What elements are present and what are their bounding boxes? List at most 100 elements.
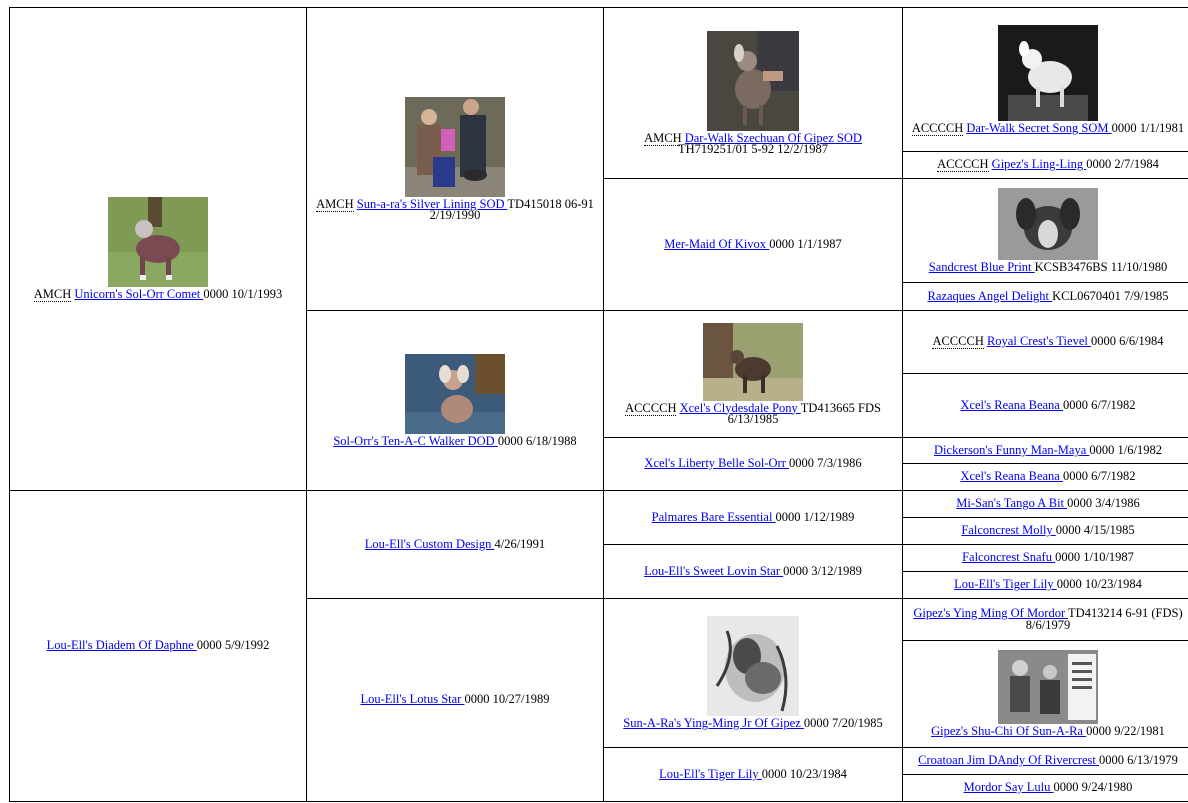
- registration-info: 0000 1/6/1982: [1089, 442, 1162, 457]
- dog-entry-text: Sandcrest Blue Print KCSB3476BS 11/10/19…: [928, 259, 1168, 274]
- registration-info: 0000 6/18/1988: [497, 433, 577, 448]
- pedigree-cell-gen2: Lou-Ell's Custom Design 4/26/1991: [306, 490, 604, 599]
- dog-name-link[interactable]: Lou-Ell's Sweet Lovin Star: [644, 563, 784, 578]
- pedigree-cell-gen4: ACCCCH Dar-Walk Secret Song SOM 0000 1/1…: [902, 7, 1188, 152]
- registration-info: 0000 1/10/1987: [1055, 550, 1134, 565]
- pedigree-cell-gen3: Palmares Bare Essential 0000 1/12/1989: [603, 490, 903, 545]
- registration-info: 0000 10/23/1984: [1056, 577, 1142, 592]
- dog-name-link[interactable]: Croatoan Jim DAndy Of Rivercrest: [918, 753, 1100, 768]
- registration-info: KCL0670401 7/9/1985: [1052, 288, 1169, 303]
- registration-info: 0000 3/12/1989: [783, 563, 862, 578]
- dog-name-link[interactable]: Lou-Ell's Custom Design: [364, 536, 495, 551]
- registration-info: 0000 1/1/1981: [1111, 120, 1185, 135]
- registration-info: 0000 3/4/1986: [1067, 496, 1140, 511]
- registration-info: 4/26/1991: [494, 536, 546, 551]
- pedigree-cell-sire: AMCH Unicorn's Sol-Orr Comet 0000 10/1/1…: [9, 7, 307, 491]
- dog-entry-text: ACCCCH Royal Crest's Tievel 0000 6/6/198…: [932, 334, 1164, 350]
- dog-photo: [703, 322, 803, 401]
- dog-photo: [108, 197, 208, 288]
- dog-name-link[interactable]: Palmares Bare Essential: [651, 509, 776, 524]
- registration-info: 0000 4/15/1985: [1055, 523, 1135, 538]
- pedigree-cell-gen2: Lou-Ell's Lotus Star 0000 10/27/1989: [306, 598, 604, 802]
- dog-name-link[interactable]: Gipez's Ling-Ling: [991, 157, 1087, 172]
- dog-name-link[interactable]: Unicorn's Sol-Orr Comet: [74, 287, 204, 302]
- dog-name-link[interactable]: Sun-A-Ra's Ying-Ming Jr Of Gipez: [623, 716, 804, 731]
- pedigree-cell-gen4: Mordor Say Lulu 0000 9/24/1980: [902, 774, 1188, 802]
- dog-name-link[interactable]: Mer-Maid Of Kivox: [664, 236, 770, 251]
- dog-entry-text: Lou-Ell's Sweet Lovin Star 0000 3/12/198…: [644, 563, 862, 578]
- title-abbr: ACCCCH: [937, 157, 989, 173]
- registration-info: 0000 1/1/1987: [769, 236, 842, 251]
- dog-entry-text: ACCCCH Dar-Walk Secret Song SOM 0000 1/1…: [911, 120, 1185, 136]
- dog-name-link[interactable]: Lou-Ell's Tiger Lily: [659, 766, 762, 781]
- registration-info: 0000 9/22/1981: [1086, 724, 1165, 739]
- dog-photo: [998, 650, 1098, 725]
- pedigree-cell-gen3: Xcel's Liberty Belle Sol-Orr 0000 7/3/19…: [603, 437, 903, 491]
- pedigree-cell-gen3: Mer-Maid Of Kivox 0000 1/1/1987: [603, 178, 903, 311]
- dog-name-link[interactable]: Mi-San's Tango A Bit: [956, 496, 1068, 511]
- dog-entry-text: Falconcrest Snafu 0000 1/10/1987: [962, 550, 1134, 565]
- dog-photo: [405, 96, 505, 197]
- dog-entry-text: Lou-Ell's Custom Design 4/26/1991: [364, 536, 546, 551]
- dog-name-link[interactable]: Gipez's Shu-Chi Of Sun-A-Ra: [931, 724, 1087, 739]
- pedigree-cell-gen4: Xcel's Reana Beana 0000 6/7/1982: [902, 373, 1188, 438]
- pedigree-cell-gen4: Croatoan Jim DAndy Of Rivercrest 0000 6/…: [902, 747, 1188, 775]
- dog-name-link[interactable]: Lou-Ell's Diadem Of Daphne: [46, 638, 197, 653]
- dog-name-link[interactable]: Falconcrest Snafu: [962, 550, 1056, 565]
- title-abbr: AMCH: [33, 287, 72, 303]
- title-abbr: AMCH: [644, 130, 682, 146]
- title-abbr: AMCH: [316, 196, 354, 212]
- pedigree-cell-gen4: Gipez's Ying Ming Of Mordor TD413214 6-9…: [902, 598, 1188, 641]
- dog-name-link[interactable]: Mordor Say Lulu: [963, 780, 1054, 795]
- dog-photo: [405, 353, 505, 434]
- pedigree-cell-gen3: Lou-Ell's Tiger Lily 0000 10/23/1984: [603, 747, 903, 802]
- dog-name-link[interactable]: Lou-Ell's Lotus Star: [360, 692, 465, 707]
- pedigree-cell-dam: Lou-Ell's Diadem Of Daphne 0000 5/9/1992: [9, 490, 307, 802]
- dog-name-link[interactable]: Razaques Angel Delight: [927, 288, 1053, 303]
- dog-name-link[interactable]: Dar-Walk Secret Song SOM: [966, 120, 1112, 135]
- dog-name-link[interactable]: Dickerson's Funny Man-Maya: [934, 442, 1090, 457]
- dog-entry-text: Falconcrest Molly 0000 4/15/1985: [961, 523, 1135, 538]
- registration-info: TD415018 06-91 2/19/1990: [429, 196, 594, 222]
- pedigree-cell-gen3: Lou-Ell's Sweet Lovin Star 0000 3/12/198…: [603, 544, 903, 599]
- registration-info: 0000 10/23/1984: [761, 766, 847, 781]
- pedigree-cell-gen4: Lou-Ell's Tiger Lily 0000 10/23/1984: [902, 571, 1188, 599]
- registration-info: 0000 5/9/1992: [196, 638, 270, 653]
- dog-name-link[interactable]: Sun-a-ra's Silver Lining SOD: [356, 196, 508, 211]
- dog-entry-text: Xcel's Liberty Belle Sol-Orr 0000 7/3/19…: [644, 456, 861, 471]
- dog-name-link[interactable]: Lou-Ell's Tiger Lily: [954, 577, 1057, 592]
- dog-name-link[interactable]: Xcel's Clydesdale Pony: [679, 400, 801, 415]
- dog-name-link[interactable]: Falconcrest Molly: [961, 523, 1056, 538]
- pedigree-cell-gen4: ACCCCH Gipez's Ling-Ling 0000 2/7/1984: [902, 151, 1188, 179]
- registration-info: KCSB3476BS 11/10/1980: [1034, 259, 1168, 274]
- dog-entry-text: Mer-Maid Of Kivox 0000 1/1/1987: [664, 236, 842, 251]
- dog-name-link[interactable]: Sandcrest Blue Print: [928, 259, 1035, 274]
- registration-info: 0000 6/7/1982: [1062, 397, 1136, 412]
- dog-entry-text: ACCCCH Xcel's Clydesdale Pony TD413665 F…: [606, 400, 900, 426]
- dog-entry-text: Lou-Ell's Tiger Lily 0000 10/23/1984: [659, 766, 847, 781]
- dog-entry-text: ACCCCH Gipez's Ling-Ling 0000 2/7/1984: [937, 157, 1159, 173]
- dog-name-link[interactable]: Xcel's Reana Beana: [960, 469, 1063, 484]
- dog-entry-text: Mi-San's Tango A Bit 0000 3/4/1986: [956, 496, 1140, 511]
- pedigree-cell-gen3: ACCCCH Xcel's Clydesdale Pony TD413665 F…: [603, 310, 903, 438]
- pedigree-cell-gen3: Sun-A-Ra's Ying-Ming Jr Of Gipez 0000 7/…: [603, 598, 903, 748]
- dog-name-link[interactable]: Sol-Orr's Ten-A-C Walker DOD: [333, 433, 498, 448]
- dog-name-link[interactable]: Xcel's Liberty Belle Sol-Orr: [644, 456, 789, 471]
- dog-entry-text: Xcel's Reana Beana 0000 6/7/1982: [960, 469, 1136, 484]
- pedigree-cell-gen4: Falconcrest Molly 0000 4/15/1985: [902, 517, 1188, 545]
- dog-name-link[interactable]: Xcel's Reana Beana: [960, 397, 1063, 412]
- dog-name-link[interactable]: Dar-Walk Szechuan Of Gipez SOD: [684, 130, 862, 145]
- dog-entry-text: Lou-Ell's Tiger Lily 0000 10/23/1984: [954, 577, 1142, 592]
- title-abbr: ACCCCH: [911, 120, 964, 136]
- pedigree-cell-gen4: Xcel's Reana Beana 0000 6/7/1982: [902, 463, 1188, 491]
- dog-name-link[interactable]: Royal Crest's Tievel: [986, 334, 1091, 349]
- title-abbr: ACCCCH: [932, 334, 984, 350]
- dog-photo: [707, 30, 799, 131]
- dog-entry-text: Gipez's Ying Ming Of Mordor TD413214 6-9…: [905, 606, 1188, 631]
- dog-entry-text: Croatoan Jim DAndy Of Rivercrest 0000 6/…: [918, 753, 1178, 768]
- pedigree-cell-gen4: Dickerson's Funny Man-Maya 0000 1/6/1982: [902, 437, 1188, 464]
- dog-name-link[interactable]: Gipez's Ying Ming Of Mordor: [913, 606, 1069, 620]
- registration-info: 0000 9/24/1980: [1053, 780, 1133, 795]
- dog-entry-text: Palmares Bare Essential 0000 1/12/1989: [651, 509, 855, 524]
- registration-info: 0000 6/7/1982: [1062, 469, 1136, 484]
